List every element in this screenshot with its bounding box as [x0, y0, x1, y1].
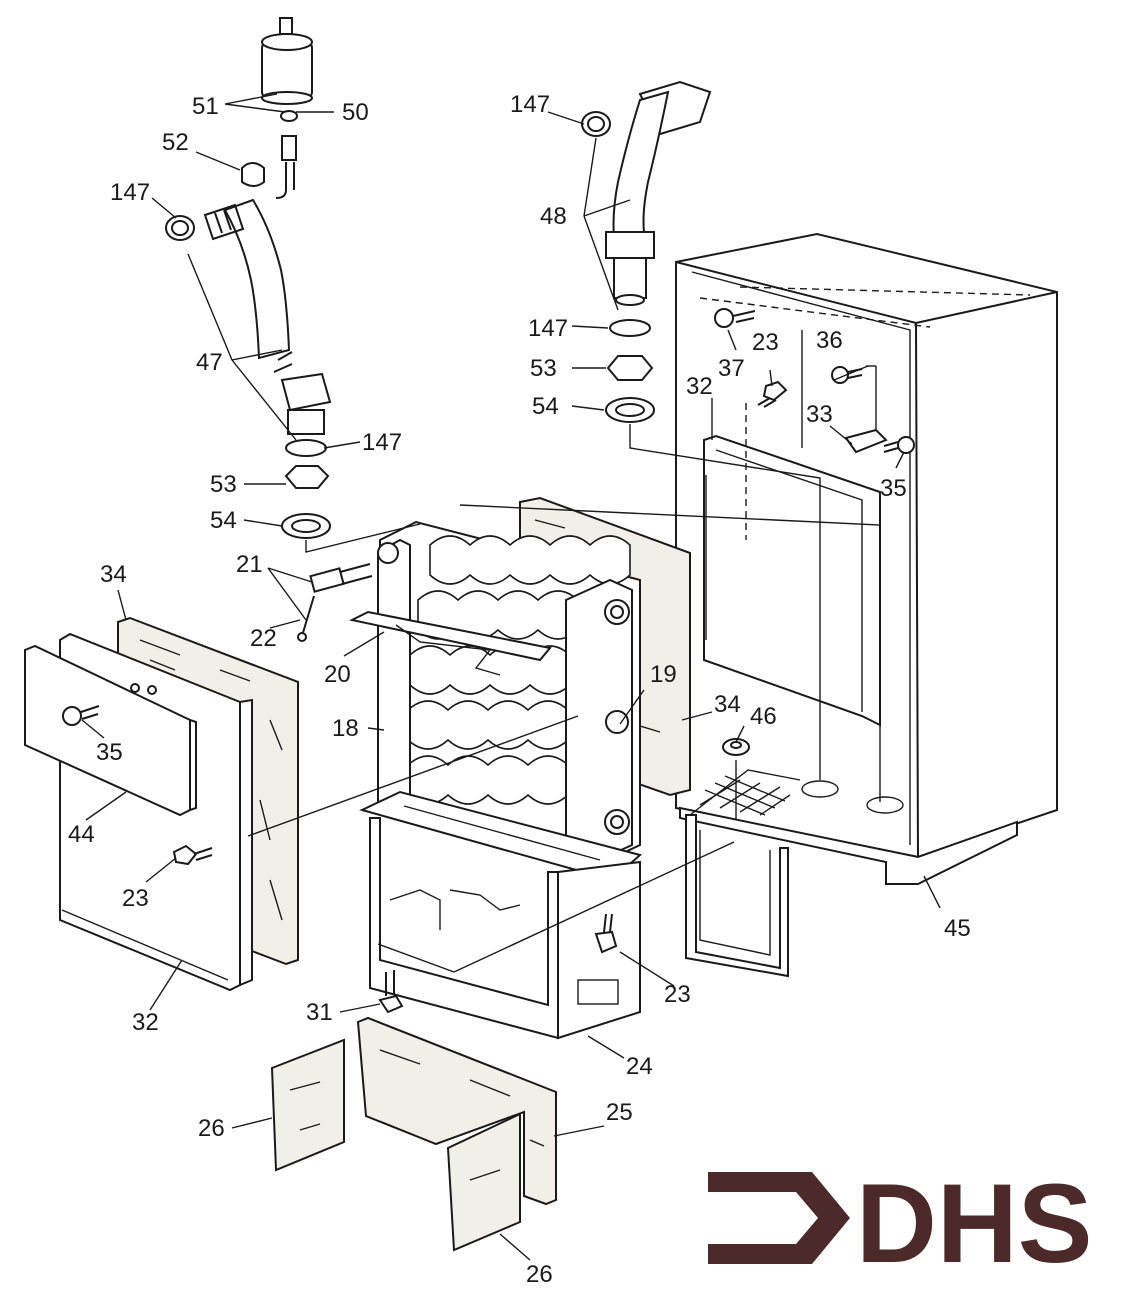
part-label-54-left: 54	[210, 507, 237, 534]
seal-147-right-icon	[609, 319, 651, 337]
part-label-35-right: 35	[880, 475, 907, 502]
part-number-labels: 51 50 52 147 47 147 53 54 147 48 147 53 …	[68, 91, 971, 1288]
part-label-37: 37	[718, 355, 745, 382]
part-label-26-left: 26	[198, 1115, 225, 1142]
leader-lines	[81, 93, 941, 1261]
part-label-24: 24	[626, 1053, 653, 1080]
part-label-147-right-upper: 147	[510, 91, 550, 118]
part-label-53-right: 53	[530, 355, 557, 382]
assembly-guide-lines	[247, 330, 881, 973]
part-label-26-bottom: 26	[526, 1261, 553, 1288]
part-label-147-left-upper: 147	[110, 179, 150, 206]
part-label-19: 19	[650, 661, 677, 688]
part-label-23-casing: 23	[752, 329, 779, 356]
part-label-32-left: 32	[132, 1009, 159, 1036]
chamber-base	[359, 790, 643, 1040]
part-label-32-right: 32	[686, 373, 713, 400]
boiler-casing	[675, 232, 1058, 978]
part-label-18: 18	[332, 715, 359, 742]
dhs-logo-arrow-icon	[708, 1172, 850, 1264]
screw-31-icon	[378, 970, 404, 1014]
part-label-54-right: 54	[532, 393, 559, 420]
pipe-47-assembly	[165, 17, 332, 539]
part-label-53-left: 53	[210, 471, 237, 498]
split-pin-22-icon	[297, 595, 315, 642]
casing-screws	[714, 308, 915, 756]
part-label-45: 45	[944, 915, 971, 942]
nut-53-right-icon	[606, 355, 654, 381]
dhs-logo: DHS	[708, 1161, 1092, 1286]
seal-147-left-icon	[285, 439, 327, 457]
part-label-35-left: 35	[96, 739, 123, 766]
nut-53-left-icon	[284, 465, 330, 489]
part-label-47: 47	[196, 349, 223, 376]
part-label-22: 22	[250, 625, 277, 652]
part-label-51: 51	[192, 93, 219, 120]
washer-54-right-icon	[605, 397, 655, 423]
part-label-46: 46	[750, 703, 777, 730]
screw-23-left-icon	[172, 844, 213, 866]
washer-50-icon	[280, 110, 298, 122]
vent-fitting-52-icon	[241, 135, 297, 199]
front-panel-assembly	[24, 616, 299, 992]
part-label-48: 48	[540, 203, 567, 230]
part-label-31: 31	[306, 999, 333, 1026]
washer-54-left-icon	[281, 513, 331, 539]
air-vent-51-icon	[261, 17, 313, 105]
pin-21-icon	[309, 563, 373, 593]
insulation-pieces	[270, 1016, 557, 1252]
screw-35-right-icon	[883, 436, 915, 454]
dhs-logo-text: DHS	[856, 1161, 1092, 1286]
part-label-147-left-lower: 147	[362, 429, 402, 456]
part-label-50: 50	[342, 99, 369, 126]
seal-147-pipe-right-icon	[581, 111, 611, 137]
screw-23-base-icon	[594, 913, 618, 954]
screw-35-left-icon	[62, 705, 100, 726]
heat-exchanger	[297, 496, 691, 867]
part-label-52: 52	[162, 129, 189, 156]
part-label-34-right: 34	[714, 691, 741, 718]
part-label-34-left: 34	[100, 561, 127, 588]
part-label-33: 33	[806, 401, 833, 428]
part-label-147-right-lower: 147	[528, 315, 568, 342]
part-label-25: 25	[606, 1099, 633, 1126]
part-label-23-base: 23	[664, 981, 691, 1008]
part-label-44: 44	[68, 821, 95, 848]
part-label-36: 36	[816, 327, 843, 354]
part-label-21: 21	[236, 551, 263, 578]
part-label-23-left: 23	[122, 885, 149, 912]
screw-37-icon	[714, 308, 756, 328]
seal-147-pipe-left-icon	[165, 215, 195, 241]
part-label-20: 20	[324, 661, 351, 688]
screw-23-top-icon	[757, 380, 788, 408]
